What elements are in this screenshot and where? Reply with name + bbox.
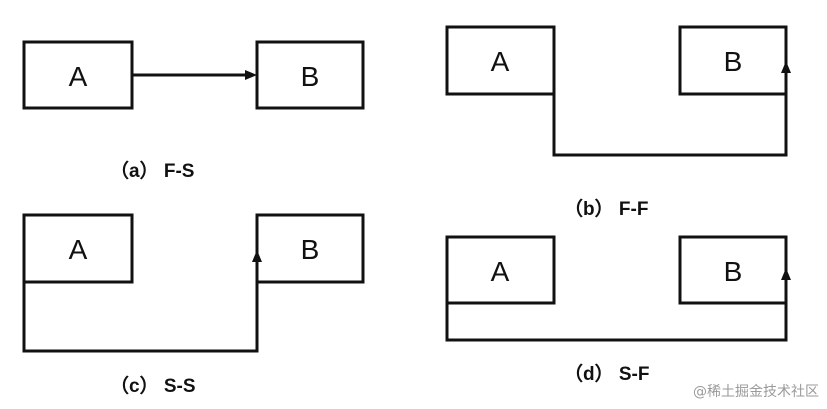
box-b-label: B: [301, 61, 320, 92]
diagram-ss: A B: [22, 213, 365, 353]
caption-sf: （d） S-F: [564, 364, 650, 385]
watermark: @稀土掘金技术社区: [693, 384, 819, 400]
diagram-ff: A B: [445, 25, 791, 157]
box-a: [445, 235, 556, 305]
caption-ss: （c） S-S: [110, 376, 196, 397]
arrowhead: [781, 268, 791, 280]
box-b-label: B: [301, 234, 320, 265]
box-b: [255, 40, 365, 110]
box-a: [22, 40, 134, 110]
connector-line: [22, 262, 259, 353]
connector-line: [552, 72, 788, 157]
caption-ff: （b） F-F: [564, 199, 649, 220]
box-a: [445, 25, 556, 96]
caption-fs: （a） F-S: [110, 161, 195, 182]
arrowhead: [781, 61, 791, 73]
box-b: [255, 213, 365, 284]
box-a: [22, 213, 134, 284]
box-a-label: A: [491, 256, 510, 287]
box-a-label: A: [69, 61, 88, 92]
connector-line: [445, 279, 788, 342]
box-b-label: B: [724, 256, 743, 287]
arrowhead: [252, 250, 262, 262]
box-a-label: A: [69, 234, 88, 265]
diagram-sf: A B: [445, 235, 791, 342]
box-b-label: B: [724, 46, 743, 77]
arrowhead: [245, 70, 257, 80]
box-a-label: A: [491, 46, 510, 77]
box-b: [678, 25, 788, 96]
diagram-fs: A B: [22, 40, 365, 110]
